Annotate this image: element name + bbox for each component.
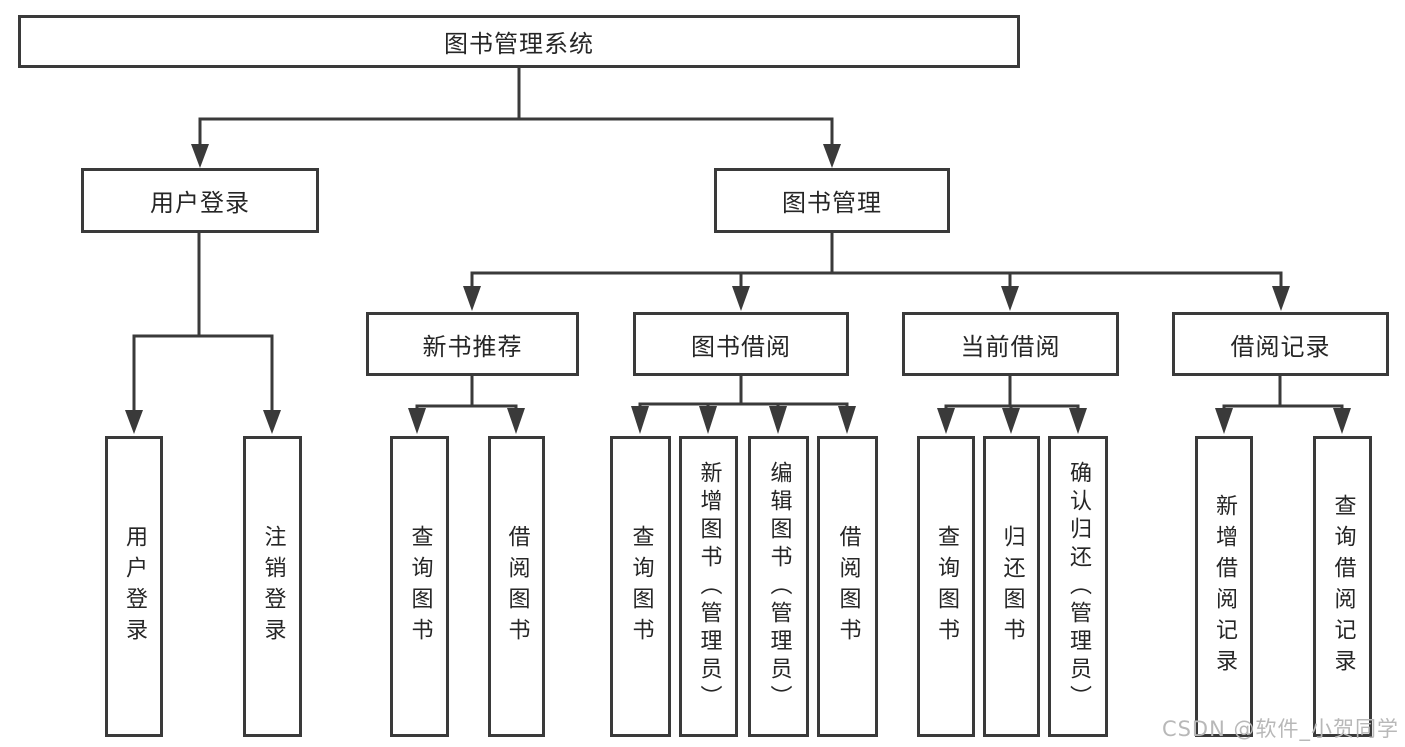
leaf-return-book: 归还图书 bbox=[983, 436, 1040, 737]
arrow-down-icon bbox=[263, 410, 281, 434]
node-label: 当前借阅 bbox=[960, 332, 1061, 361]
leaf-add-book-admin: 新增图书（管理员） bbox=[679, 436, 738, 737]
node-label: 归还图书 bbox=[999, 524, 1025, 649]
arrow-down-icon bbox=[1272, 286, 1290, 311]
node-label: 新增借阅记录 bbox=[1212, 493, 1237, 680]
node-label: 查询图书 bbox=[407, 524, 433, 649]
leaf-borrow-book: 借阅图书 bbox=[817, 436, 878, 737]
node-book-borrowing: 图书借阅 bbox=[633, 312, 849, 376]
arrow-down-icon bbox=[1333, 408, 1351, 434]
node-current-borrowing: 当前借阅 bbox=[902, 312, 1119, 376]
leaf-query-book: 查询图书 bbox=[917, 436, 975, 737]
arrow-down-icon bbox=[769, 406, 787, 434]
arrow-down-icon bbox=[125, 410, 143, 434]
node-label: 图书管理系统 bbox=[444, 30, 594, 58]
node-label: 借阅图书 bbox=[835, 524, 861, 649]
leaf-user-login: 用户登录 bbox=[105, 436, 163, 737]
leaf-query-book: 查询图书 bbox=[390, 436, 449, 737]
node-label: 借阅记录 bbox=[1230, 332, 1331, 361]
leaf-borrow-book: 借阅图书 bbox=[488, 436, 545, 737]
leaf-query-borrow-record: 查询借阅记录 bbox=[1313, 436, 1372, 737]
node-user-login: 用户登录 bbox=[81, 168, 319, 233]
arrow-down-icon bbox=[1002, 408, 1020, 434]
arrow-down-icon bbox=[937, 408, 955, 434]
csdn-watermark: CSDN @软件_小贺同学 bbox=[1161, 717, 1399, 741]
node-borrowing-records: 借阅记录 bbox=[1172, 312, 1389, 376]
node-label: 用户登录 bbox=[150, 189, 250, 217]
arrow-down-icon bbox=[699, 406, 717, 434]
arrow-down-icon bbox=[463, 286, 481, 311]
arrow-down-icon bbox=[408, 408, 426, 434]
leaf-query-book: 查询图书 bbox=[610, 436, 671, 737]
node-label: 确认归还（管理员） bbox=[1066, 460, 1091, 713]
node-label: 查询图书 bbox=[628, 524, 654, 649]
arrow-down-icon bbox=[1215, 408, 1233, 434]
node-label: 查询图书 bbox=[934, 524, 959, 649]
node-label: 注销登录 bbox=[260, 524, 286, 649]
node-label: 用户登录 bbox=[122, 524, 147, 649]
arrow-down-icon bbox=[1069, 408, 1087, 434]
leaf-confirm-return-admin: 确认归还（管理员） bbox=[1048, 436, 1108, 737]
leaf-logout: 注销登录 bbox=[243, 436, 302, 737]
node-label: 新增图书（管理员） bbox=[696, 460, 722, 713]
arrow-down-icon bbox=[507, 408, 525, 434]
node-book-management: 图书管理 bbox=[714, 168, 950, 233]
arrow-down-icon bbox=[823, 144, 841, 168]
node-label: 借阅图书 bbox=[504, 524, 530, 649]
node-library-management-system: 图书管理系统 bbox=[18, 15, 1020, 68]
arrow-down-icon bbox=[838, 406, 856, 434]
leaf-edit-book-admin: 编辑图书（管理员） bbox=[748, 436, 809, 737]
node-label: 图书借阅 bbox=[691, 332, 791, 361]
leaf-add-borrow-record: 新增借阅记录 bbox=[1195, 436, 1253, 737]
arrow-down-icon bbox=[631, 406, 649, 434]
arrow-down-icon bbox=[1001, 286, 1019, 311]
node-new-book-recommendation: 新书推荐 bbox=[366, 312, 579, 376]
arrow-down-icon bbox=[732, 286, 750, 311]
node-label: 新书推荐 bbox=[422, 332, 523, 361]
node-label: 查询借阅记录 bbox=[1330, 493, 1356, 680]
node-label: 编辑图书（管理员） bbox=[766, 460, 792, 713]
node-label: 图书管理 bbox=[782, 189, 882, 217]
arrow-down-icon bbox=[191, 144, 209, 168]
